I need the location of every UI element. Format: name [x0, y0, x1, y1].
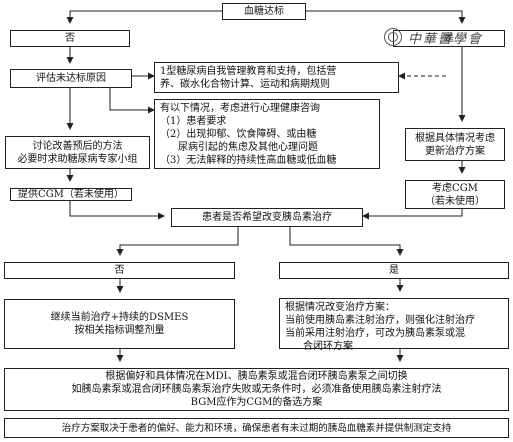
cgm-right-line-2: （若未使用）: [425, 195, 485, 207]
node-no-top-label: 否: [65, 33, 75, 44]
switch-line-2: 如胰岛素泵或混合闭环胰岛素泵治疗失败或无条件时，必须准备使用胰岛素注射疗法: [71, 384, 442, 395]
node-no-mid-label: 否: [114, 265, 125, 276]
psych-title: 有以下情况，考虑进行心理健康咨询: [160, 103, 320, 114]
arrow-top-to-yes: [306, 10, 466, 24]
discuss-line-1: 讨论改善预后的方法: [32, 140, 123, 152]
education-line-2: 养、碳水化合物计算、运动和病期规则: [160, 79, 330, 90]
switch-line-3: BGM应作为CGM的备选方案: [190, 397, 323, 408]
node-footer: 治疗方案取决于患者的偏好、能力和环境，确保患者有未过期的胰岛血糖素并提供制测定支…: [4, 418, 509, 438]
continue-line-2: 按相关指标调整剂量: [74, 325, 165, 336]
node-switch: 根据偏好和具体情况在MDI、胰岛素泵或混合闭环胰岛素泵之间切换 如胰岛素泵或混合…: [4, 368, 509, 411]
arrow-question-to-no: [116, 227, 239, 256]
node-glucose-target-label: 血糖达标: [244, 6, 284, 17]
node-insulin-question-label: 患者是否希望改变胰岛素治疗: [202, 212, 332, 223]
adjust-line-2: 当前使用胰岛素注射治疗，则强化注射治疗: [285, 315, 475, 326]
cgm-right-line-1: 考虑CGM: [432, 182, 478, 194]
node-no-top: 否: [10, 30, 130, 47]
arrow-top-to-no: [66, 10, 222, 24]
node-evaluate-label: 评估未达标原因: [36, 73, 106, 84]
node-discuss: 讨论改善预后的方法 必要时求助糖尿病专家小组: [5, 136, 150, 169]
discuss-line-2: 必要时求助糖尿病专家小组: [17, 153, 138, 165]
watermark-logo: 中華醫學會: [384, 26, 510, 48]
psych-item-2: （2）出现抑郁、饮食障碍、或由糖: [160, 129, 317, 140]
arrow-cgmleft-to-question: [69, 201, 165, 220]
psych-item-3: （3）无法解释的持续性高血糖或低血糖: [160, 155, 337, 166]
node-footer-label: 治疗方案取决于患者的偏好、能力和环境，确保患者有未过期的胰岛血糖素并提供制测定支…: [61, 422, 452, 434]
node-cgm-left-label: 提供CGM（若未使用）: [18, 189, 124, 200]
continue-line-1: 继续当前治疗+持续的DSMES: [50, 312, 189, 323]
update-line-1: 根据具体情况考虑: [415, 132, 495, 144]
node-glucose-target: 血糖达标: [222, 3, 306, 20]
adjust-line-4: 合闭环方案: [303, 341, 353, 352]
education-line-1: 1型糖尿病自我管理教育和支持，包括营: [160, 66, 337, 77]
node-education: 1型糖尿病自我管理教育和支持，包括营 养、碳水化合物计算、运动和病期规则: [154, 62, 399, 93]
seal-icon: [384, 28, 402, 46]
update-line-2: 更新治疗方案: [425, 145, 485, 157]
psych-item-2-cont: 尿病引起的焦虑及其他心理问题: [178, 142, 318, 153]
node-cgm-left: 提供CGM（若未使用）: [10, 188, 132, 201]
arrow-question-to-yes: [289, 227, 404, 256]
node-yes-top-label: 是: [444, 33, 454, 44]
node-psych-consult: 有以下情况，考虑进行心理健康咨询 （1）患者要求 （2）出现抑郁、饮食障碍、或由…: [154, 99, 380, 169]
node-evaluate: 评估未达标原因: [10, 69, 132, 88]
node-continue: 继续当前治疗+持续的DSMES 按相关指标调整剂量: [4, 299, 235, 349]
node-yes-mid: 是: [279, 262, 509, 279]
adjust-line-3: 当前采用注射治疗，可改为胰岛素泵或混: [285, 328, 465, 339]
node-yes-mid-label: 是: [389, 265, 399, 276]
node-no-mid: 否: [4, 262, 235, 279]
arrow-cgmright-to-question: [362, 209, 463, 220]
logo-text: 中華醫學會: [408, 31, 484, 47]
psych-item-1: （1）患者要求: [160, 116, 227, 127]
node-update-plan: 根据具体情况考虑 更新治疗方案: [405, 128, 505, 161]
switch-line-1: 根据偏好和具体情况在MDI、胰岛素泵或混合闭环胰岛素泵之间切换: [105, 371, 408, 382]
node-adjust: 根据情况改变治疗方案： 当前使用胰岛素注射治疗，则强化注射治疗 当前采用注射治疗…: [279, 298, 509, 352]
arrow-evaluate-to-psych: [109, 88, 155, 114]
adjust-line-1: 根据情况改变治疗方案：: [285, 302, 395, 313]
node-insulin-question: 患者是否希望改变胰岛素治疗: [171, 208, 363, 227]
node-cgm-right: 考虑CGM （若未使用）: [405, 180, 505, 209]
